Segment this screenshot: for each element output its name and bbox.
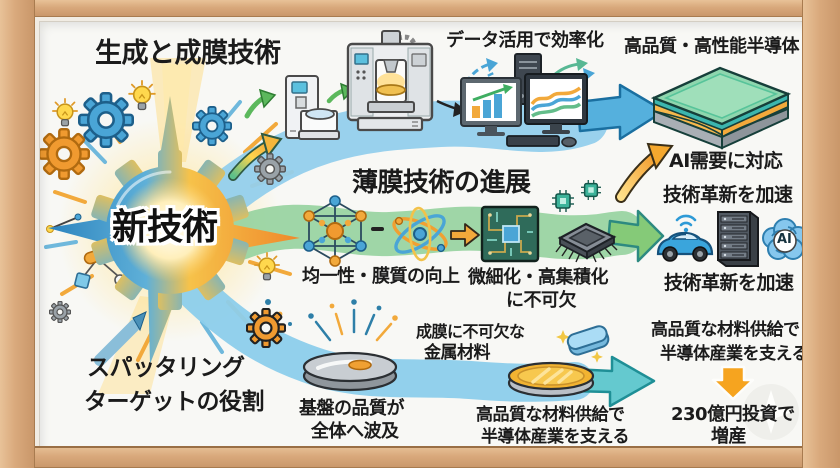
ai-badge: AI xyxy=(777,232,792,247)
heading-sputtering-line1: スパッタリング xyxy=(87,355,245,381)
caption-metal-line2: 金属材料 xyxy=(424,343,491,363)
car-icon xyxy=(656,214,714,262)
chip-icon xyxy=(581,180,601,200)
caption-substrate-line2: 全体へ波及 xyxy=(311,421,399,442)
caption-supply-right-line2: 半導体産業を支える xyxy=(660,344,809,364)
atom-icon xyxy=(392,206,448,262)
lightbulb-icon xyxy=(52,98,78,131)
gear-icon xyxy=(192,106,232,146)
wood-frame-left xyxy=(0,0,34,468)
molecule-network-icon xyxy=(303,195,367,267)
caption-data-efficiency: データ活用で効率化 xyxy=(446,30,604,51)
new-tech-title: 新技術 xyxy=(112,207,218,248)
caption-investment-line2: 増産 xyxy=(711,426,747,447)
wood-frame-right xyxy=(803,0,840,468)
gear-icon xyxy=(254,153,286,185)
starburst-gear xyxy=(48,96,300,364)
caption-substrate-line1: 基盤の品質が xyxy=(299,398,405,419)
caption-supply-center-line2: 半導体産業を支える xyxy=(481,427,630,447)
caption-metal-line1: 成膜に不可欠な xyxy=(416,322,525,341)
wood-frame-top xyxy=(0,0,840,16)
heading-deposition-tech: 生成と成膜技術 xyxy=(95,38,281,69)
coater-machine-icon xyxy=(285,75,340,140)
gold-target-icon xyxy=(507,361,595,398)
lightbulb-icon xyxy=(254,252,280,285)
gear-icon xyxy=(49,301,71,323)
caption-investment-line1: 230億円投資で xyxy=(671,404,795,425)
semiconductor-block-icon xyxy=(650,66,792,150)
caption-ai-demand: AI需要に対応 xyxy=(669,150,783,172)
right-arrow-icon xyxy=(450,223,480,247)
bar-chart-monitor xyxy=(460,77,522,136)
chip-icon xyxy=(552,190,574,212)
caption-innovation-upper: 技術革新を加速 xyxy=(663,184,793,206)
heading-thin-film: 薄膜技術の進展 xyxy=(352,168,531,198)
wood-frame-bottom xyxy=(0,446,840,468)
caption-uniformity: 均一性・膜質の向上 xyxy=(302,266,460,287)
caption-supply-center-line1: 高品質な材料供給で xyxy=(476,405,625,425)
sputtering-target-icon xyxy=(302,351,398,392)
caption-miniaturization-line1: 微細化・高集積化 xyxy=(468,267,609,288)
caption-supply-right-line1: 高品質な材料供給で xyxy=(651,320,800,340)
chip-icon xyxy=(555,222,618,263)
gear-icon xyxy=(38,128,90,180)
circuit-board-icon xyxy=(480,205,540,263)
workstation-icon xyxy=(460,53,588,148)
caption-innovation-lower: 技術革新を加速 xyxy=(664,272,794,294)
metal-piece-icon xyxy=(566,325,610,356)
deposition-machine-icon xyxy=(346,30,434,132)
heading-semiconductor-result: 高品質・高性能半導体 xyxy=(624,36,800,57)
gear-icon xyxy=(246,308,286,348)
line-chart-monitor xyxy=(524,73,588,134)
server-rack-icon xyxy=(717,211,759,267)
caption-miniaturization-line2: に不可欠 xyxy=(506,290,577,311)
heading-sputtering-line2: ターゲットの役割 xyxy=(84,389,265,415)
lightbulb-icon xyxy=(128,80,156,115)
